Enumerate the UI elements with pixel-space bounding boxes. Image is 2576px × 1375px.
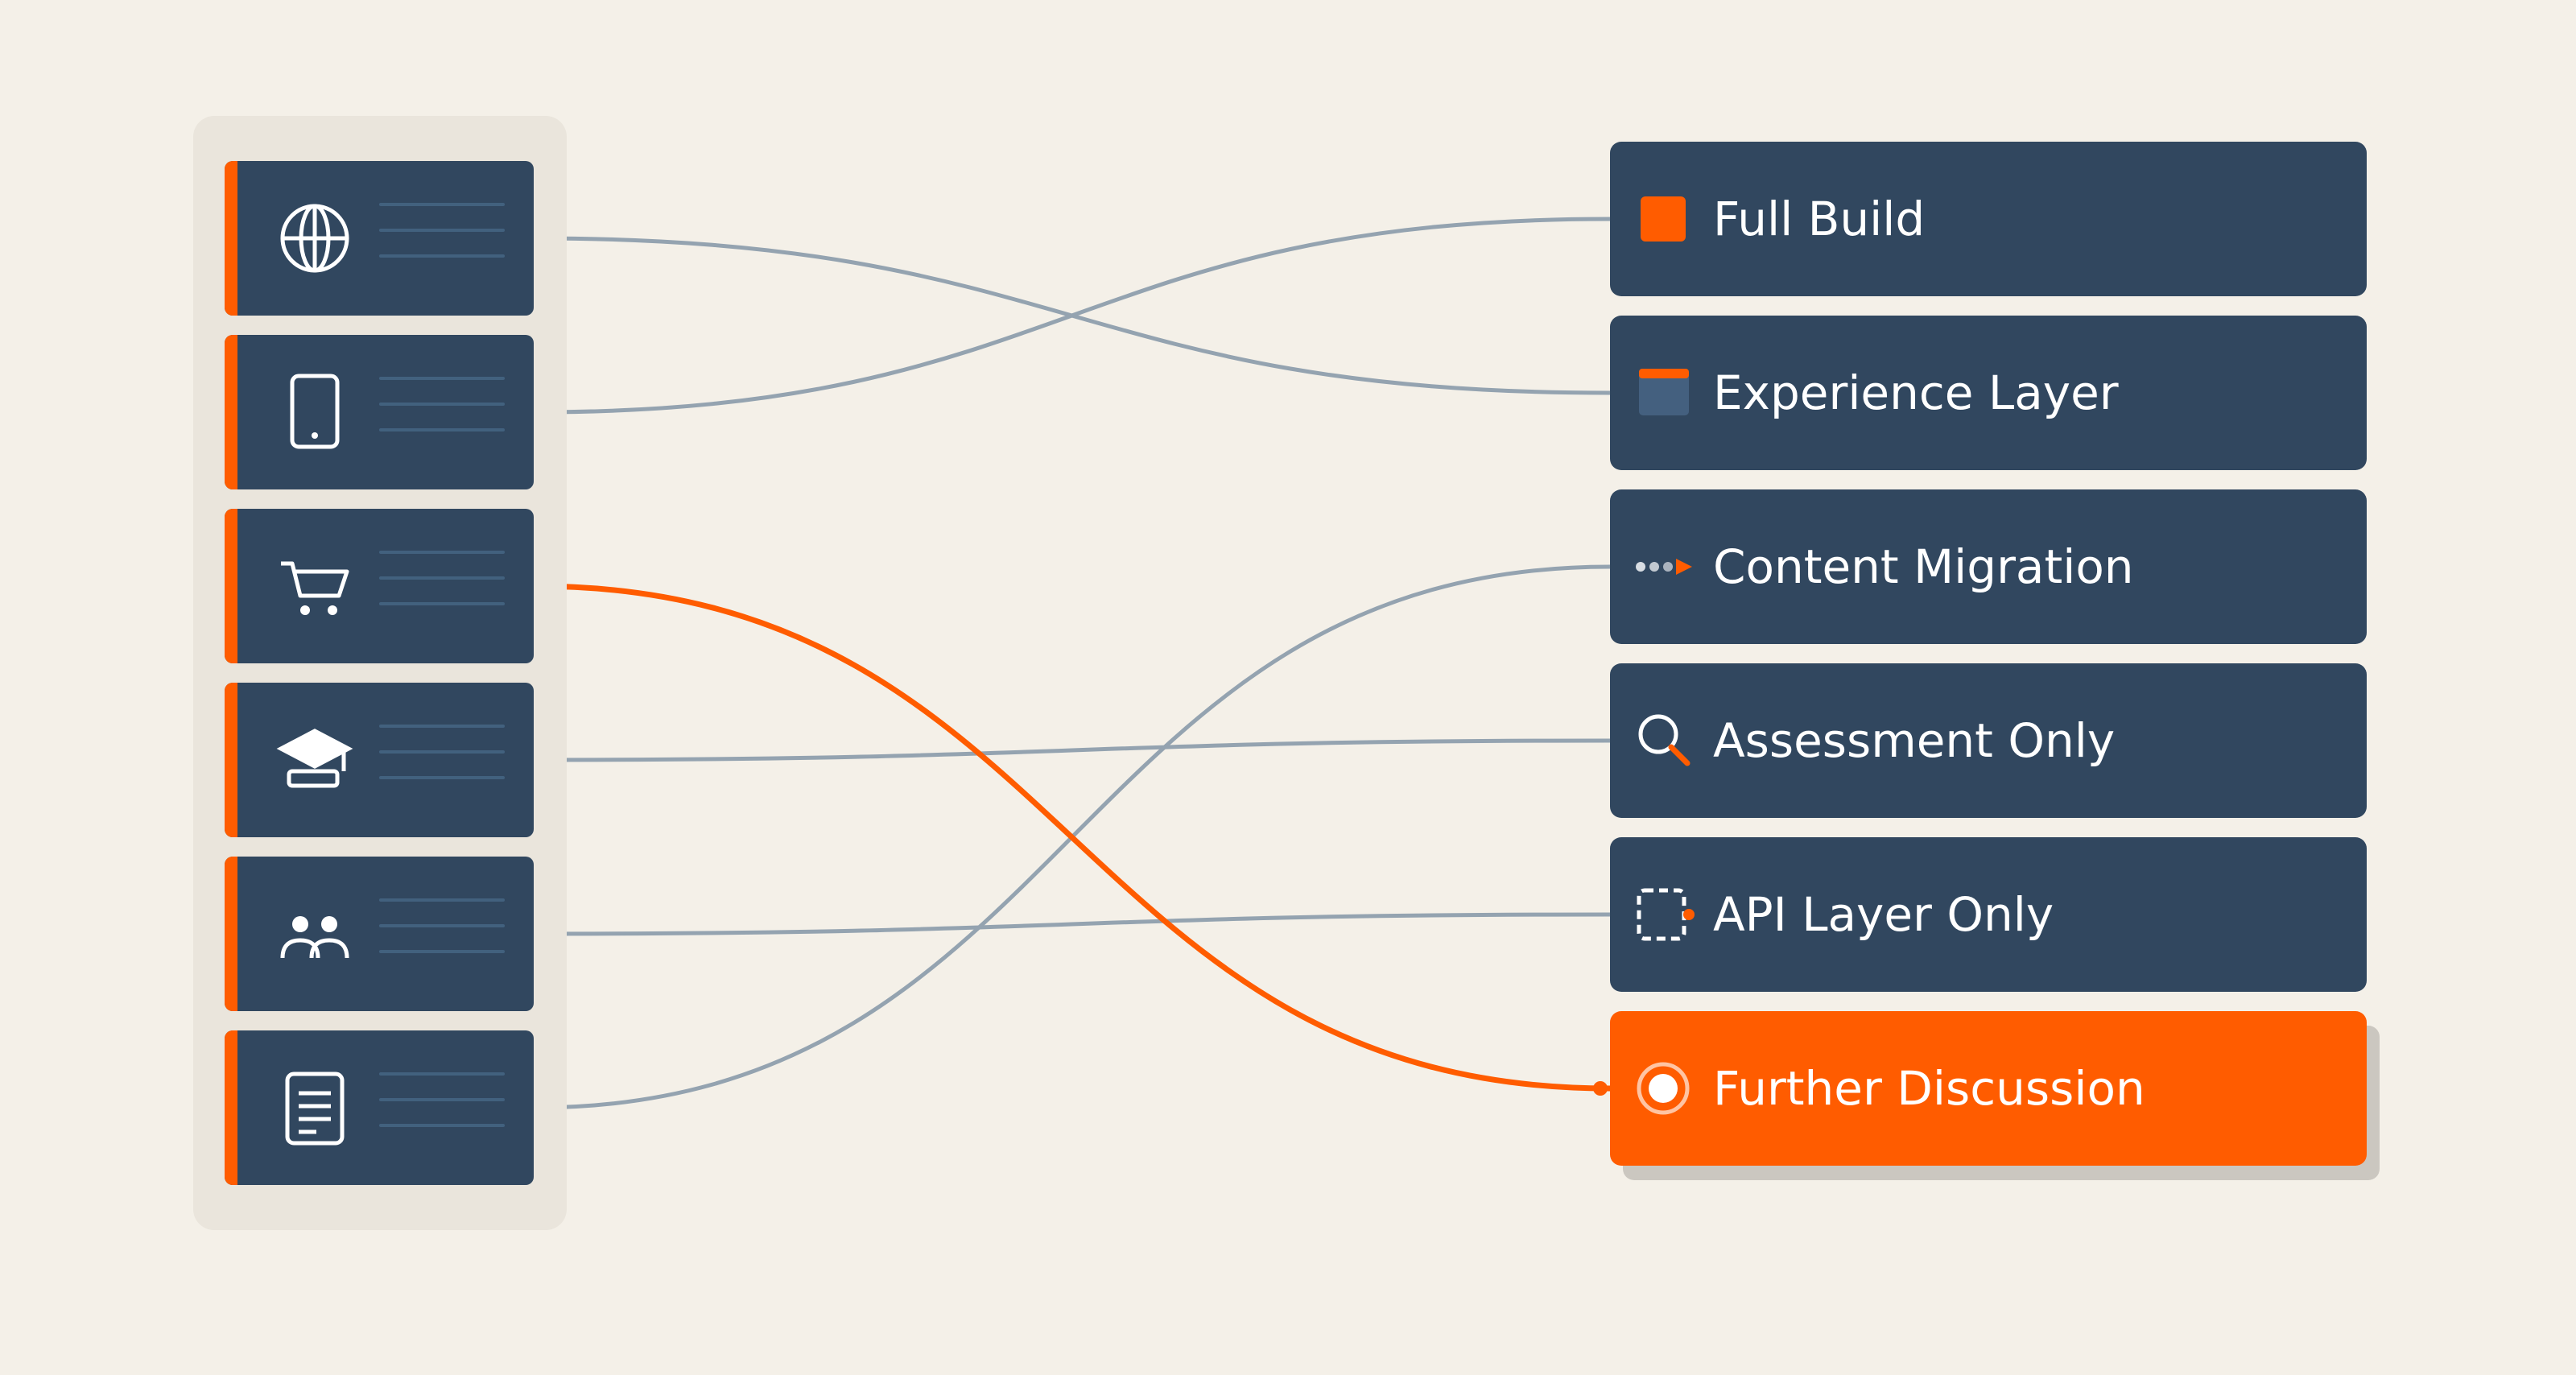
people-icon — [275, 894, 355, 974]
dots-arrow-icon — [1634, 536, 1695, 597]
magnifier-icon — [1634, 710, 1695, 771]
mobile-phone-icon — [275, 372, 355, 452]
connector-endpoint-dot — [1593, 1081, 1608, 1096]
option-label: Further Discussion — [1713, 1061, 2145, 1116]
card-accent-bar — [225, 335, 237, 489]
highlighted-connector — [533, 583, 1611, 1092]
card-placeholder-lines — [379, 377, 505, 454]
graduation-cap-icon — [275, 720, 355, 800]
card-placeholder-lines — [379, 725, 505, 802]
card-accent-bar — [225, 509, 237, 663]
source-card-education[interactable] — [225, 683, 534, 837]
card-accent-bar — [225, 857, 237, 1011]
dashed-box-icon — [1634, 884, 1695, 945]
globe-icon — [275, 198, 355, 279]
card-accent-bar — [225, 683, 237, 837]
option-content-migration[interactable]: Content Migration — [1610, 489, 2367, 644]
connector-line — [533, 912, 1611, 936]
document-icon — [275, 1067, 355, 1148]
connector-line — [533, 738, 1611, 762]
card-accent-bar — [225, 161, 237, 316]
card-placeholder-lines — [379, 898, 505, 976]
option-label: Assessment Only — [1713, 713, 2116, 768]
card-placeholder-lines — [379, 203, 505, 280]
source-card-mobile[interactable] — [225, 335, 534, 489]
card-placeholder-lines — [379, 1072, 505, 1150]
option-label: Experience Layer — [1713, 365, 2119, 420]
card-placeholder-lines — [379, 551, 505, 628]
solid-square-icon — [1634, 188, 1695, 250]
option-further-discussion[interactable]: Further Discussion — [1610, 1011, 2367, 1166]
option-label: Full Build — [1713, 192, 1926, 246]
source-card-web[interactable] — [225, 161, 534, 316]
source-card-ecommerce[interactable] — [225, 509, 534, 663]
window-icon — [1634, 362, 1695, 423]
radio-selected-icon — [1634, 1058, 1695, 1119]
option-label: API Layer Only — [1713, 887, 2054, 942]
option-api-layer-only[interactable]: API Layer Only — [1610, 837, 2367, 992]
source-card-community[interactable] — [225, 857, 534, 1011]
option-assessment-only[interactable]: Assessment Only — [1610, 663, 2367, 818]
option-experience-layer[interactable]: Experience Layer — [1610, 316, 2367, 470]
card-accent-bar — [225, 1030, 237, 1185]
option-full-build[interactable]: Full Build — [1610, 142, 2367, 296]
connector-line — [533, 217, 1611, 415]
shopping-cart-icon — [275, 546, 355, 626]
option-label: Content Migration — [1713, 539, 2134, 594]
source-card-document[interactable] — [225, 1030, 534, 1185]
